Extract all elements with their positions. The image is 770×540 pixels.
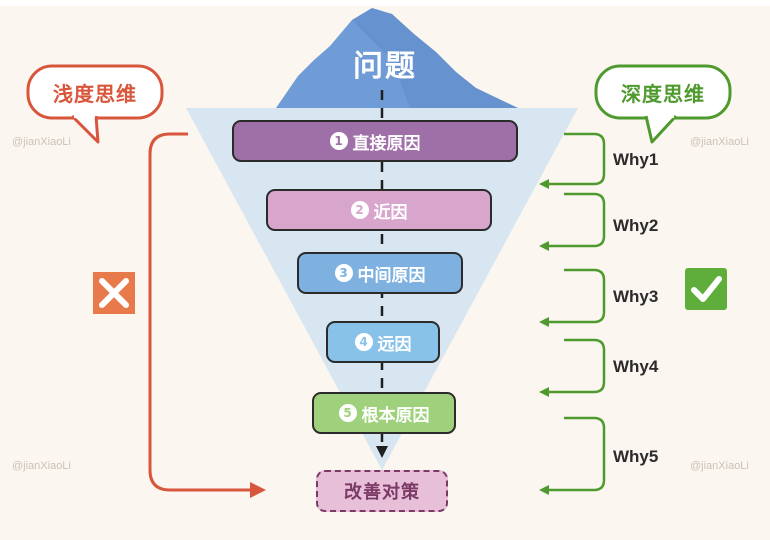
iceberg-tip (276, 8, 518, 108)
layer-number: 3 (334, 264, 353, 282)
shallow-thinking-bubble: 浅度思维 (28, 64, 162, 120)
layer-direct-cause: 1 直接原因 (232, 120, 518, 162)
layer-label: 近因 (373, 202, 408, 223)
why3-bracket (539, 268, 606, 327)
shallow-thinking-label: 浅度思维 (53, 81, 137, 106)
shallow-bubble-shape (26, 64, 164, 144)
iceberg-tip-highlight (352, 8, 518, 108)
shallow-thinking-arrow (148, 132, 266, 498)
why-label-1: Why1 (613, 150, 659, 169)
layer-label: 直接原因 (352, 133, 421, 154)
solution-box: 改善对策 (316, 470, 448, 512)
why1-bracket (539, 132, 606, 189)
watermark: @jianXiaoLi (12, 136, 71, 148)
why-label-5: Why5 (613, 447, 659, 466)
cross-icon (93, 272, 135, 314)
layer-label: 中间原因 (357, 265, 426, 286)
layer-remote-cause: 4 远因 (326, 321, 440, 363)
deep-bubble-shape (594, 64, 732, 144)
top-border (0, 0, 770, 6)
check-icon (685, 268, 727, 310)
deep-thinking-label: 深度思维 (621, 81, 705, 106)
layer-root-cause: 5 根本原因 (312, 392, 456, 434)
why-label-3: Why3 (613, 287, 659, 306)
problem-label: 问题 (353, 49, 417, 84)
watermark: @jianXiaoLi (690, 136, 749, 148)
why5-bracket (539, 416, 606, 495)
why-label-2: Why2 (613, 216, 659, 235)
why4-bracket (539, 338, 606, 397)
layer-number: 4 (354, 333, 373, 351)
watermark: @jianXiaoLi (690, 460, 749, 472)
layer-intermediate-cause: 3 中间原因 (297, 252, 463, 294)
deep-thinking-bubble: 深度思维 (596, 64, 730, 120)
layer-label: 远因 (377, 334, 412, 355)
layer-label: 根本原因 (361, 405, 430, 426)
why-label-4: Why4 (613, 357, 659, 376)
watermark: @jianXiaoLi (12, 460, 71, 472)
layer-number: 5 (338, 404, 357, 422)
layer-number: 1 (329, 132, 348, 150)
why2-bracket (539, 192, 606, 251)
layer-number: 2 (350, 201, 369, 219)
layer-proximate-cause: 2 近因 (266, 189, 492, 231)
